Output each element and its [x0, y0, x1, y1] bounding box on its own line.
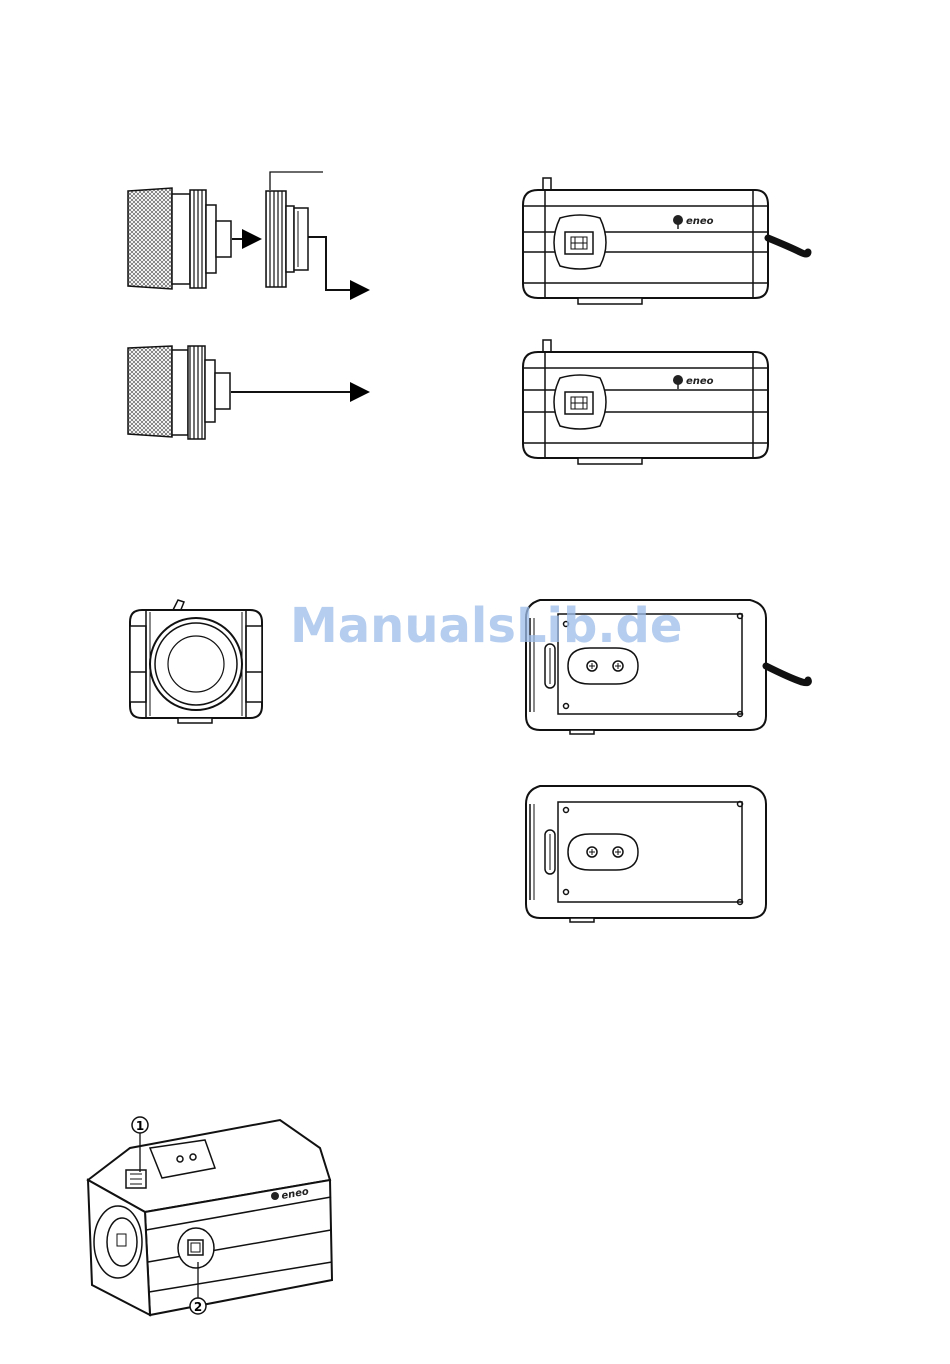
- camera-side-icon: eneo: [523, 340, 768, 464]
- brand-logo: eneo: [686, 216, 714, 227]
- camera-bottom-icon: [526, 786, 766, 922]
- callout-1: 1: [132, 1117, 148, 1133]
- brand-logo: eneo: [686, 376, 714, 387]
- camera-perspective-icon: eneo: [88, 1120, 332, 1315]
- lens-direct: [128, 346, 368, 439]
- callout-label: 2: [194, 1300, 202, 1314]
- adapter-ring: [266, 191, 308, 287]
- callout-leader-top: [270, 172, 323, 190]
- arrow-right-icon: [308, 237, 368, 290]
- watermark-text: ManualsLib.de: [290, 598, 670, 654]
- lens-icon: [128, 188, 231, 289]
- camera-side-icon: eneo: [523, 178, 808, 304]
- lens-with-adapter: [128, 172, 368, 290]
- lens-icon: [128, 346, 230, 439]
- callout-2: 2: [190, 1298, 206, 1314]
- camera-front-icon: [130, 600, 262, 723]
- callout-label: 1: [136, 1119, 144, 1133]
